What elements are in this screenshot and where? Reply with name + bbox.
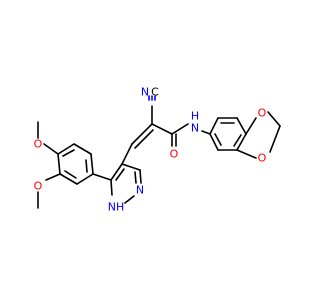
bond	[131, 123, 153, 145]
bond	[209, 133, 219, 151]
atom-nh-pyrazole: NH	[108, 201, 125, 214]
atom-n-nitrile: N	[141, 86, 149, 99]
bond	[139, 169, 142, 184]
atom-o-dioxole-bottom: O	[258, 152, 267, 165]
atom-c-nitrile: C	[151, 86, 159, 99]
bond	[245, 117, 257, 135]
bond	[59, 173, 78, 185]
bond	[151, 123, 173, 135]
bond	[233, 134, 242, 147]
bond	[236, 149, 257, 159]
bond	[90, 153, 94, 175]
bond	[134, 171, 137, 184]
bond	[121, 163, 141, 171]
molecule-structure: N NH N C N H O O O O O	[34, 86, 281, 214]
bond	[209, 117, 219, 135]
atom-n-pyrazole: N	[136, 184, 144, 197]
atom-o-methoxy-bottom: O	[34, 180, 43, 193]
bond	[115, 168, 125, 181]
bond	[85, 159, 88, 173]
bond	[110, 163, 123, 181]
bond	[45, 173, 61, 181]
bond	[43, 143, 59, 155]
bond	[269, 125, 281, 153]
bond	[236, 133, 247, 151]
bond	[121, 143, 133, 165]
bond	[92, 173, 112, 181]
bond	[110, 179, 113, 196]
atom-h-amide: H	[191, 110, 199, 123]
bond	[171, 123, 189, 135]
bond	[201, 130, 211, 135]
bond	[76, 173, 94, 185]
atom-n-amide: N	[191, 122, 199, 135]
bond	[214, 133, 222, 146]
atom-o-methoxy-top: O	[34, 138, 43, 151]
bond	[57, 153, 61, 175]
bond	[62, 149, 75, 157]
bond	[57, 143, 75, 155]
bond	[267, 111, 281, 127]
bond	[64, 170, 77, 179]
bond	[236, 117, 247, 135]
bond	[134, 129, 154, 149]
atom-o-dioxole-top: O	[258, 107, 267, 120]
atom-o-carbonyl: O	[170, 148, 179, 161]
bond-layer	[37, 95, 281, 209]
bond	[124, 195, 135, 204]
bond	[73, 143, 92, 155]
atom-label-layer: N NH N C N H O O O O O	[34, 86, 267, 214]
